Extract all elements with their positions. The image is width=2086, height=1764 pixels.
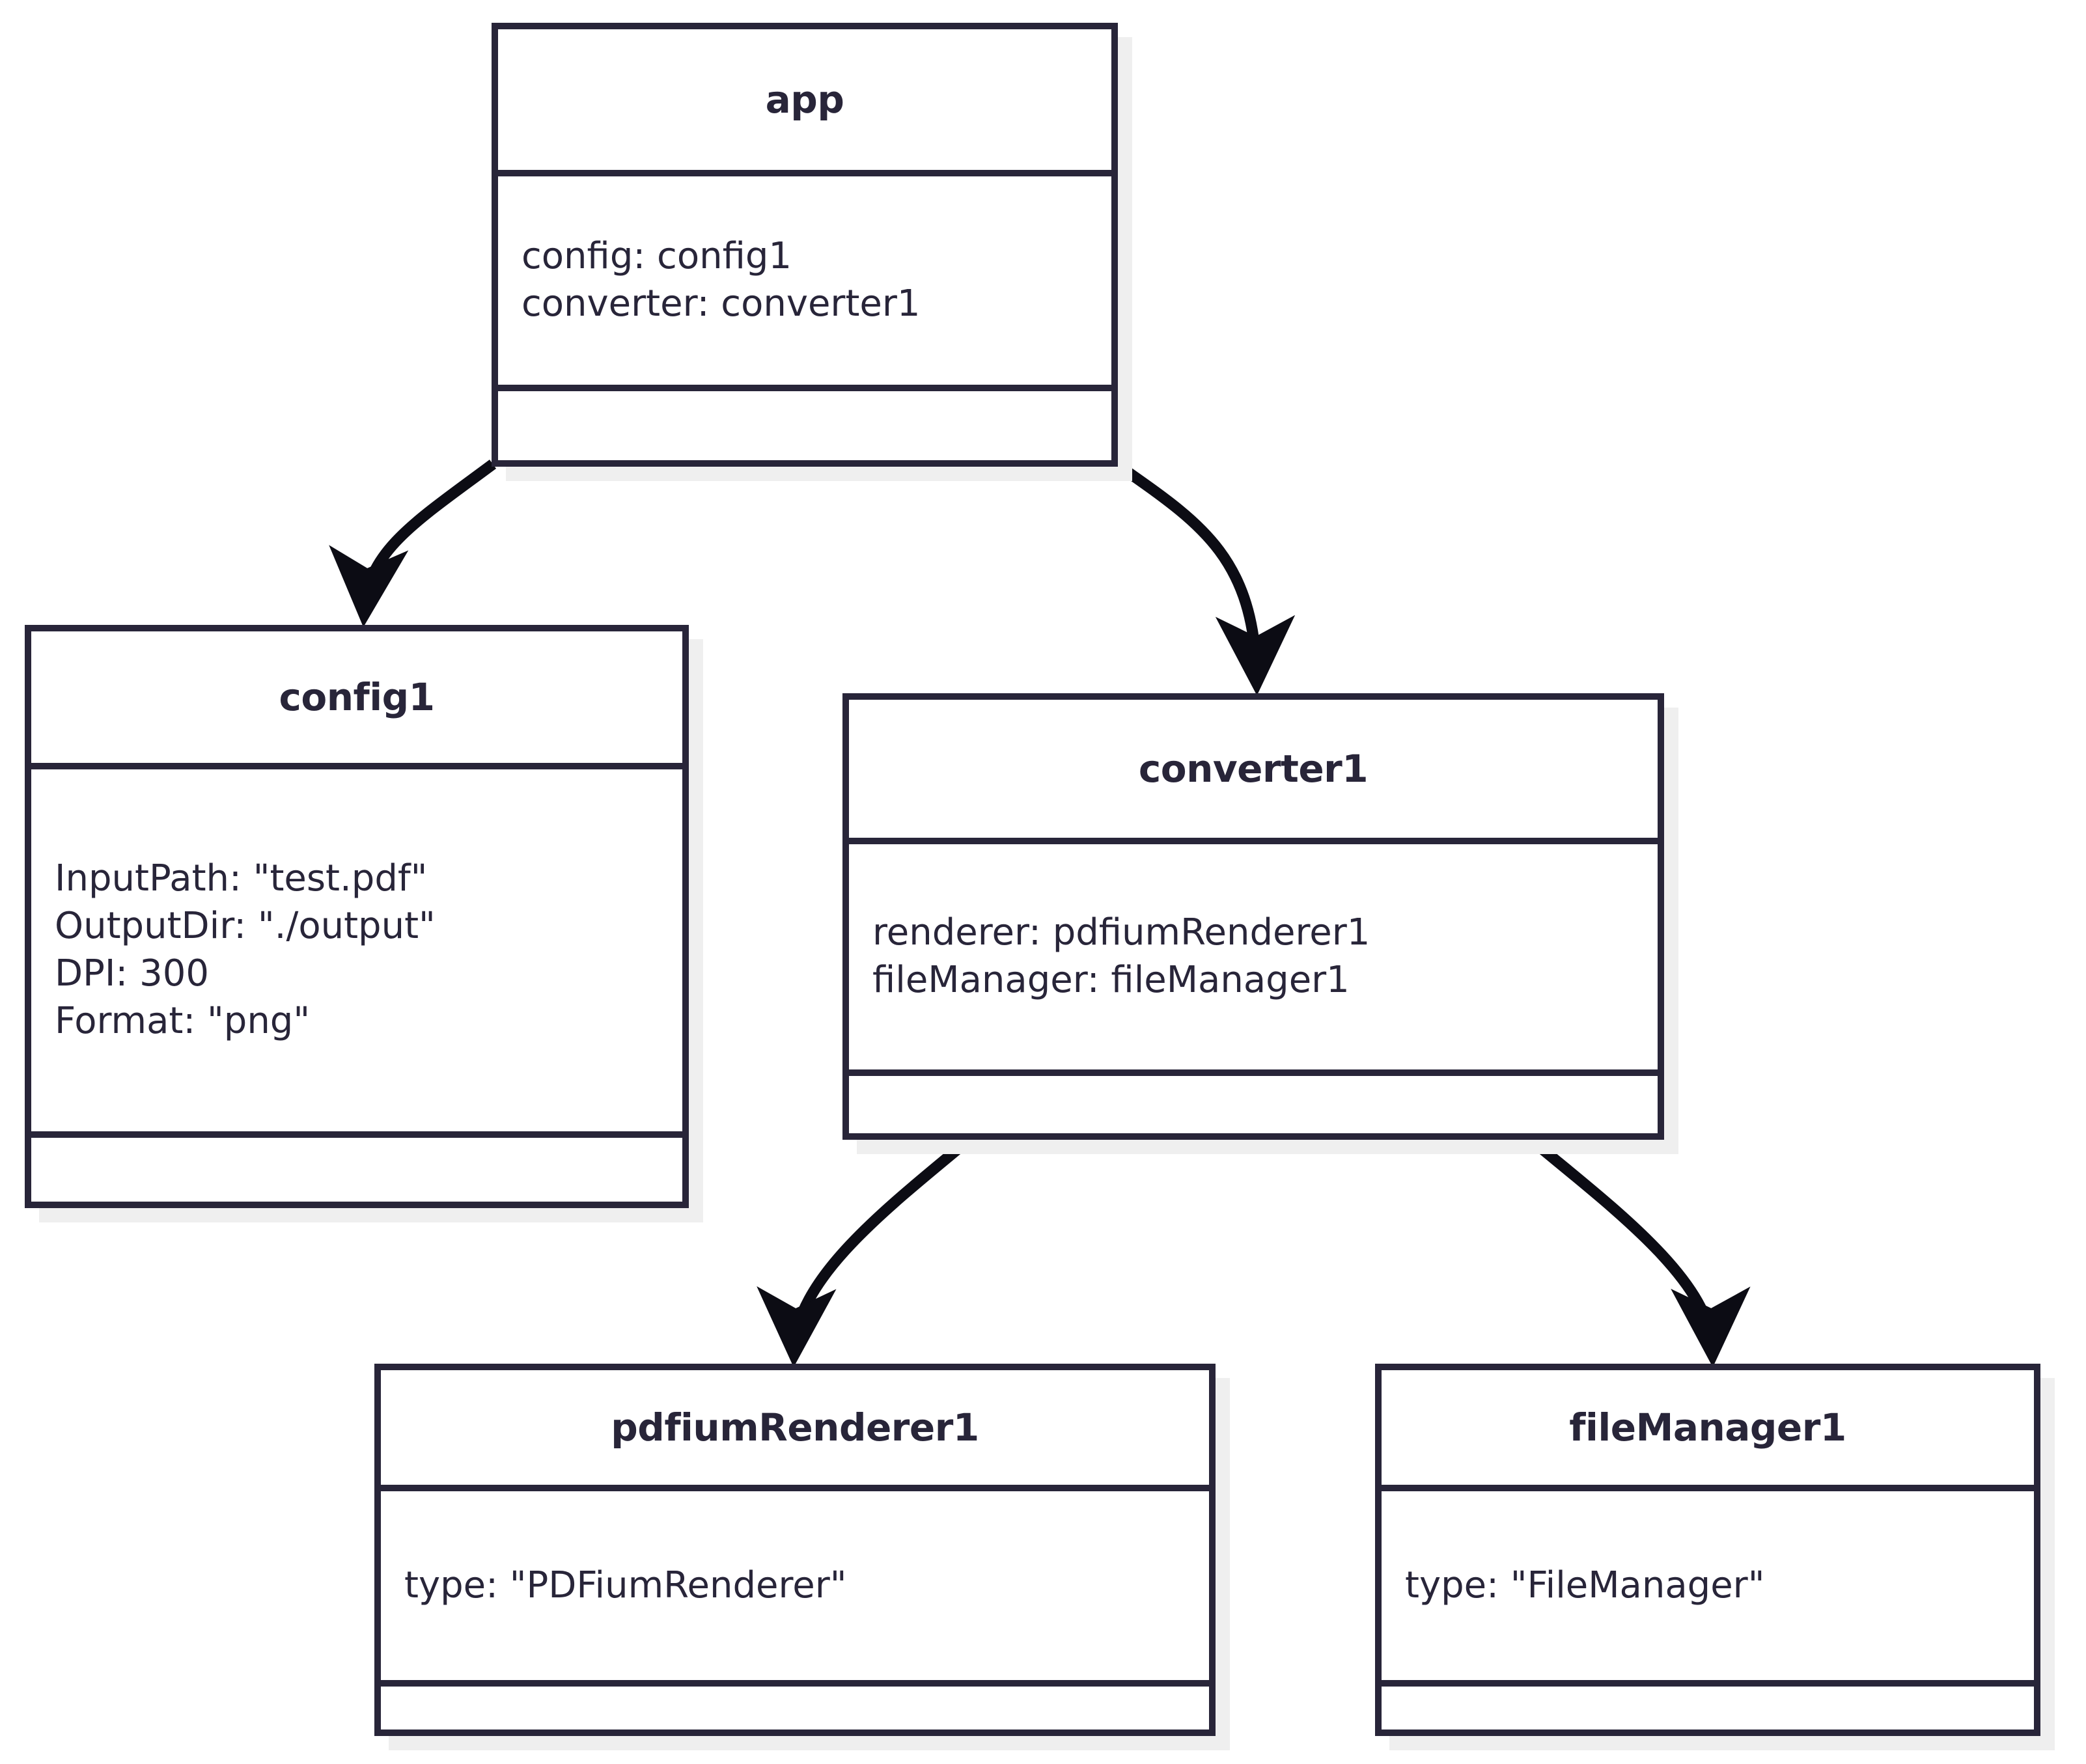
node-attributes-converter1: renderer: pdfiumRenderer1 fileManager: f… (849, 844, 1658, 1076)
node-attributes-filemanager1: type: "FileManager" (1382, 1491, 2034, 1687)
edge-converter1-to-pdfium (757, 1133, 975, 1368)
object-node-filemanager1[interactable]: fileManager1 type: "FileManager" (1375, 1364, 2040, 1736)
attribute-row: DPI: 300 (55, 952, 209, 995)
node-title-filemanager1: fileManager1 (1382, 1370, 2034, 1491)
attribute-row: converter: converter1 (522, 283, 921, 325)
node-methods-pdfiumrenderer1 (381, 1687, 1209, 1730)
attribute-row: config: config1 (522, 235, 792, 278)
node-title-app: app (498, 29, 1111, 176)
attribute-row: OutputDir: "./output" (55, 905, 436, 948)
node-methods-converter1 (849, 1076, 1658, 1133)
attribute-row: renderer: pdfiumRenderer1 (872, 911, 1370, 954)
object-node-converter1[interactable]: converter1 renderer: pdfiumRenderer1 fil… (842, 693, 1664, 1140)
object-node-app[interactable]: app config: config1 converter: converter… (492, 23, 1118, 467)
edge-converter1-to-filemanager (1525, 1133, 1751, 1368)
node-title-pdfiumrenderer1: pdfiumRenderer1 (381, 1370, 1209, 1491)
node-methods-app (498, 391, 1111, 460)
node-title-converter1: converter1 (849, 700, 1658, 844)
attribute-row: fileManager: fileManager1 (872, 959, 1350, 1001)
edge-app-to-config1 (329, 460, 497, 627)
node-methods-filemanager1 (1382, 1687, 2034, 1730)
edge-app-to-converter1 (1113, 460, 1296, 696)
attribute-row: InputPath: "test.pdf" (55, 857, 428, 900)
node-attributes-config1: InputPath: "test.pdf" OutputDir: "./outp… (31, 769, 682, 1138)
object-node-config1[interactable]: config1 InputPath: "test.pdf" OutputDir:… (25, 625, 689, 1208)
attribute-row: type: "FileManager" (1405, 1564, 1765, 1606)
node-attributes-pdfiumrenderer1: type: "PDFiumRenderer" (381, 1491, 1209, 1687)
object-node-pdfiumrenderer1[interactable]: pdfiumRenderer1 type: "PDFiumRenderer" (374, 1364, 1216, 1736)
node-methods-config1 (31, 1138, 682, 1202)
node-attributes-app: config: config1 converter: converter1 (498, 176, 1111, 391)
attribute-row: type: "PDFiumRenderer" (404, 1564, 847, 1606)
attribute-row: Format: "png" (55, 999, 311, 1042)
node-title-config1: config1 (31, 631, 682, 769)
